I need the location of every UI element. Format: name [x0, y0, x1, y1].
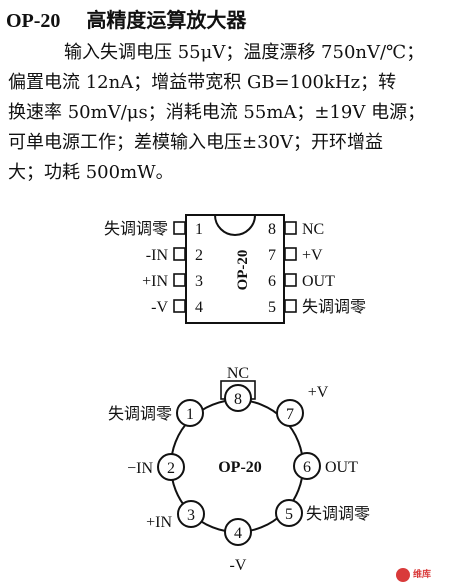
- model-number: OP-20: [6, 10, 61, 32]
- can-pin-number-5: 5: [285, 506, 293, 523]
- can-pin-name-7: +V: [308, 384, 329, 401]
- description-line: 大；功耗 500mW。: [8, 162, 174, 183]
- dip-pin-box-3: [173, 273, 186, 287]
- dip-pin-box-4: [173, 299, 186, 313]
- dip-pin-number-8: 8: [268, 221, 276, 238]
- dip-pin-box-7: [284, 247, 297, 261]
- heading-title: 高精度运算放大器: [86, 8, 247, 32]
- description-line: 偏置电流 12nA；增益带宽积 GB=100kHz；转: [8, 72, 397, 93]
- can-pin-name-6: OUT: [325, 459, 358, 476]
- dip-pin-name-1: 失调调零: [104, 220, 168, 238]
- watermark-text: 维库: [413, 570, 432, 580]
- dip-body: [185, 214, 285, 324]
- description-paragraph: 输入失调电压 55μV；温度漂移 750nV/℃； 偏置电流 12nA；增益带宽…: [8, 38, 450, 188]
- dip-pin-box-6: [284, 273, 297, 287]
- can-pin-name-8: NC: [227, 365, 249, 382]
- can-pin-name-4: -V: [230, 557, 247, 574]
- watermark-logo-icon: [396, 568, 410, 582]
- dip-part-label: OP-20: [235, 250, 251, 291]
- can-pin-circle-5: [275, 499, 303, 527]
- can-pin-number-3: 3: [187, 507, 195, 524]
- dip-pin-box-8: [284, 221, 297, 235]
- can-pin-circle-3: [177, 500, 205, 528]
- can-pin-circle-7: [276, 399, 304, 427]
- can-pin-circle-4: [224, 518, 252, 546]
- dip-pin-name-8: NC: [302, 221, 324, 238]
- description-line: 可单电源工作；差模输入电压±30V；开环增益: [8, 132, 383, 153]
- dip-pin-name-2: -IN: [146, 247, 169, 264]
- dip-pin-box-1: [173, 221, 186, 235]
- can-pin-name-2: −IN: [127, 460, 153, 477]
- description-line: 换速率 50mV/μs；消耗电流 55mA；±19V 电源；: [8, 102, 426, 123]
- dip-labels: 1 2 3 4 8 7 6 5 失调调零 -IN +IN -V NC +V OU…: [104, 220, 366, 316]
- dip-pin-number-3: 3: [195, 273, 203, 290]
- dip-pin-number-4: 4: [195, 299, 203, 316]
- dip-pin-name-5: 失调调零: [302, 298, 366, 316]
- can-pin-number-7: 7: [286, 406, 294, 423]
- watermark: 维库: [396, 566, 458, 584]
- can-pin-number-1: 1: [186, 406, 194, 423]
- can-pin-name-5: 失调调零: [306, 505, 370, 523]
- can-pin-number-2: 2: [167, 460, 175, 477]
- can-pin-number-4: 4: [234, 525, 242, 542]
- can-pin-circle-8: [224, 384, 252, 412]
- dip-pin-box-5: [284, 299, 297, 313]
- description-line: 输入失调电压 55μV；温度漂移 750nV/℃；: [64, 42, 425, 63]
- dip-pin-number-2: 2: [195, 247, 203, 264]
- dip-pin-number-6: 6: [268, 273, 276, 290]
- dip-pin-number-1: 1: [195, 221, 203, 238]
- dip-pin-name-4: -V: [151, 299, 168, 316]
- can-pin-name-1: 失调调零: [108, 405, 172, 423]
- can-part-label: OP-20: [218, 459, 262, 476]
- can-pin-circles: [157, 384, 321, 546]
- can-pin-number-8: 8: [234, 391, 242, 408]
- can-pin-circle-1: [176, 399, 204, 427]
- dip-pin-name-7: +V: [302, 247, 323, 264]
- dip-pin-name-3: +IN: [142, 273, 168, 290]
- dip-notch: [214, 214, 256, 236]
- dip-pin-number-5: 5: [268, 299, 276, 316]
- can-labels: 8 7 6 5 4 3 2 1 NC +V OUT 失调调零 -V +IN −I…: [108, 365, 370, 574]
- can-pin-number-6: 6: [303, 459, 311, 476]
- dip-package-diagram: [173, 214, 297, 324]
- dip-pin-number-7: 7: [268, 247, 276, 264]
- can-pin-name-3: +IN: [146, 514, 172, 531]
- dip-pin-box-2: [173, 247, 186, 261]
- can-pin-circle-6: [293, 452, 321, 480]
- dip-pin-name-6: OUT: [302, 273, 335, 290]
- can-pin-circle-2: [157, 453, 185, 481]
- heading: OP-20 高精度运算放大器: [6, 4, 246, 33]
